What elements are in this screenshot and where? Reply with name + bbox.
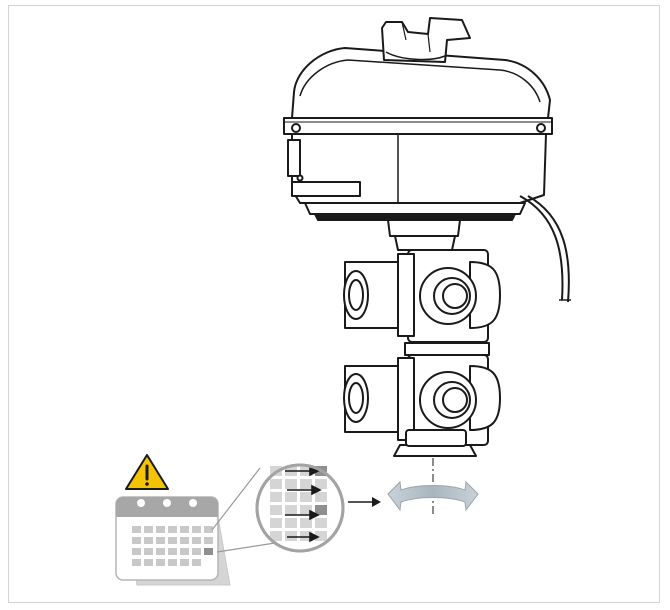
actuator-housing: [283, 47, 553, 221]
calendar-icon: [115, 496, 231, 586]
manual-override-handle: [381, 17, 471, 63]
magnifier-leader: [211, 467, 276, 553]
power-cable: [519, 195, 571, 303]
rotation-arrows-icon: [387, 480, 479, 512]
schedule-magnifier: [255, 463, 345, 553]
pointer-arrow: [348, 497, 381, 507]
warning-triangle-icon: [125, 454, 169, 490]
multiport-valve-body: [343, 219, 501, 457]
